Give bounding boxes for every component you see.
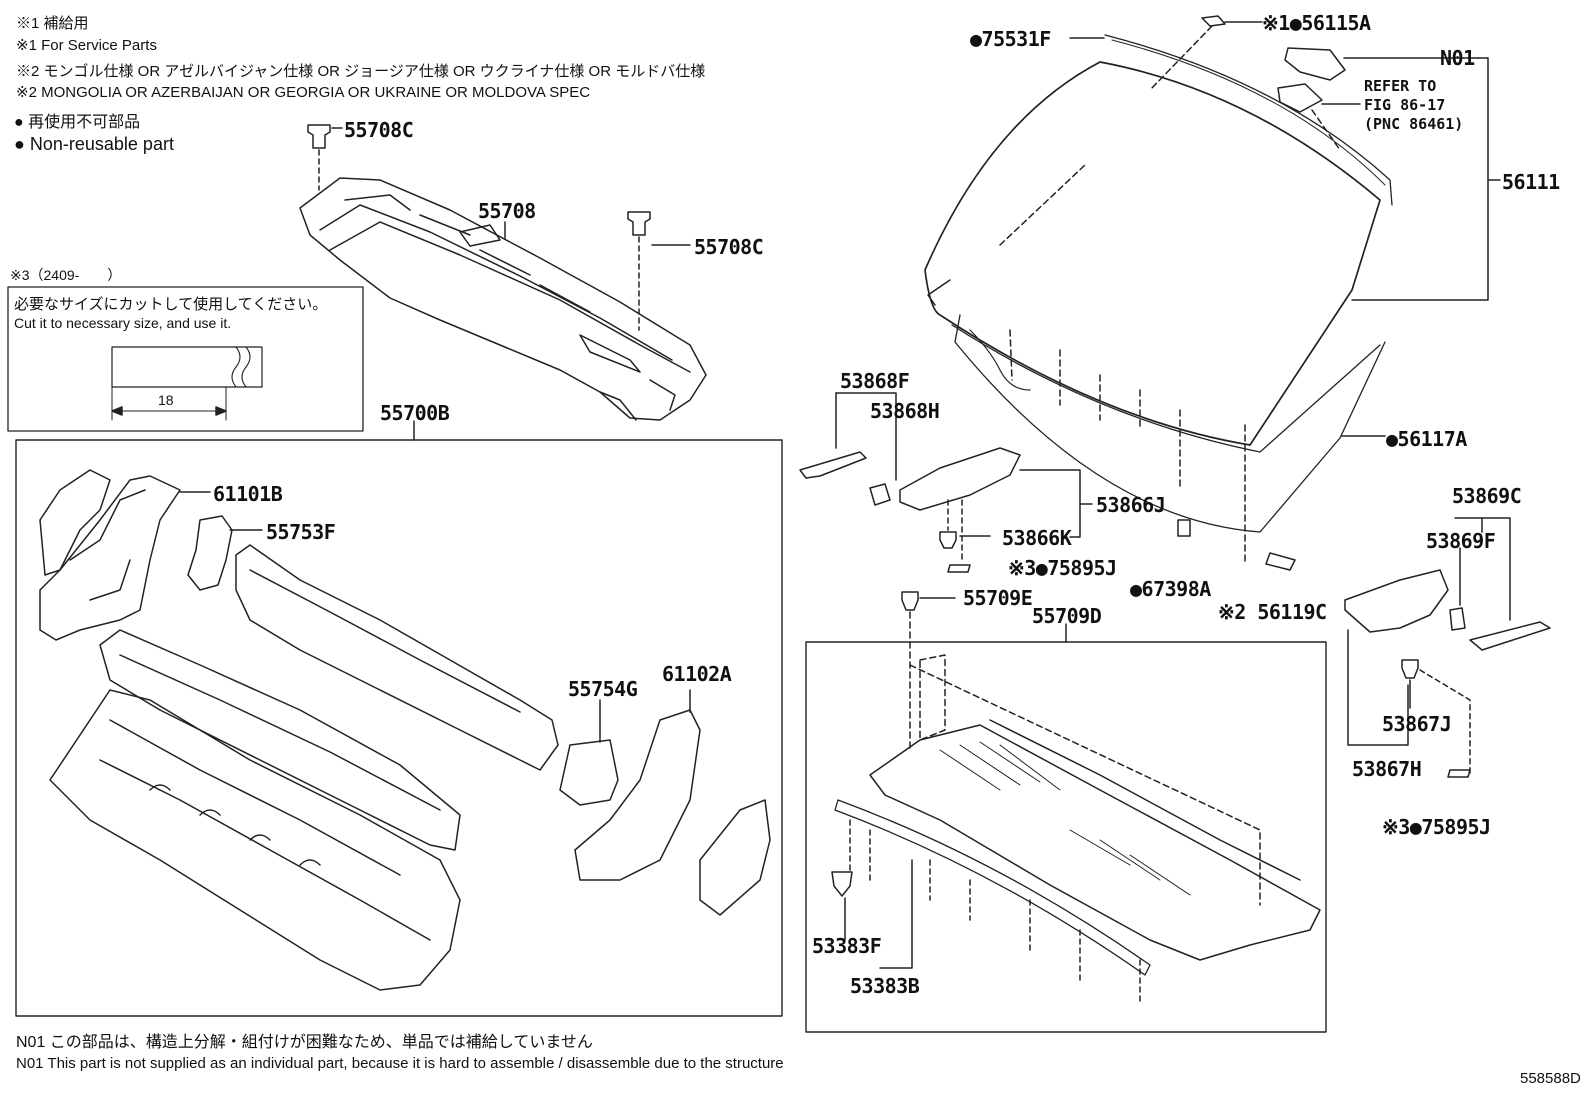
bracket-n01-b (1277, 83, 1323, 113)
cowl-brace (235, 544, 559, 771)
clip-53866k (939, 531, 957, 549)
clip-55708c-b (627, 211, 691, 331)
part-label-56115a[interactable]: ※1●56115A (1262, 11, 1371, 35)
part-label-75531f[interactable]: ●75531F (970, 27, 1051, 51)
part-label-53866j[interactable]: 53866J (1096, 493, 1166, 517)
part-label-n01[interactable]: N01 (1440, 46, 1475, 70)
clip-55709e (901, 591, 919, 611)
part-label-55753f[interactable]: 55753F (266, 520, 336, 544)
clip-53867j (1401, 659, 1419, 679)
cut-box-dim: 18 (158, 392, 174, 408)
footer-note-en: N01 This part is not supplied as an indi… (16, 1055, 784, 1072)
part-label-53868h[interactable]: 53868H (870, 399, 940, 423)
illustration-code: 558588D (1520, 1070, 1581, 1087)
part-label-53868f[interactable]: 53868F (840, 369, 910, 393)
cut-strip (111, 346, 263, 388)
part-label-53867j[interactable]: 53867J (1382, 712, 1452, 736)
note-spec-en: ※2 MONGOLIA OR AZERBAIJAN OR GEORGIA OR … (16, 84, 591, 101)
part-55753f (187, 515, 263, 591)
clip-55708c-a (307, 124, 343, 191)
dam-56117a (954, 314, 1386, 533)
part-label-56117a[interactable]: ●56117A (1386, 427, 1467, 451)
refer-to-fig: REFER TO FIG 86-17 (PNC 86461) (1364, 77, 1464, 133)
group-label-55709d: 55709D (1032, 604, 1102, 628)
part-label-56111[interactable]: 56111 (1502, 170, 1560, 194)
note-service-parts-en: ※1 For Service Parts (16, 37, 157, 54)
cowl-inner-panel (99, 629, 461, 851)
note-non-reusable-en: ● Non-reusable part (14, 134, 174, 154)
part-label-56119c[interactable]: ※2 56119C (1218, 600, 1327, 624)
part-label-53869f[interactable]: 53869F (1426, 529, 1496, 553)
footer-note-jp: N01 この部品は、構造上分解・組付けが困難なため、単品では補給していません (16, 1034, 593, 1051)
seal-53383b (834, 799, 1151, 976)
cut-box-jp: 必要なサイズにカットして使用してください。 (14, 296, 328, 313)
part-label-55708[interactable]: 55708 (478, 199, 536, 223)
cowl-lower-panel (49, 689, 461, 991)
part-label-53383b[interactable]: 53383B (850, 974, 920, 998)
bracket-n01 (1284, 47, 1346, 81)
molding-53869f (1469, 621, 1551, 651)
clip-53383f (831, 871, 853, 897)
cap-53869f (1449, 607, 1466, 631)
molding-75531f (1104, 34, 1393, 206)
windshield-56111 (924, 61, 1381, 453)
part-label-61101b[interactable]: 61101B (213, 482, 283, 506)
cover-53866j (899, 447, 1021, 511)
note-non-reusable-jp: ● 再使用不可部品 (14, 114, 141, 131)
group-label-55700b: 55700B (380, 401, 450, 425)
note-service-parts-jp: ※1 補給用 (16, 15, 89, 32)
cut-box-en: Cut it to necessary size, and use it. (14, 315, 232, 331)
clip-53868h (869, 483, 891, 506)
part-label-75895j-b[interactable]: ※3●75895J (1382, 815, 1491, 839)
part-label-55708c-b[interactable]: 55708C (694, 235, 764, 259)
part-label-53383f[interactable]: 53383F (812, 934, 882, 958)
part-55754g (559, 699, 619, 806)
part-61101b (39, 469, 211, 641)
cowl-panel-55708 (299, 177, 707, 421)
tag-56115a (1201, 15, 1226, 27)
part-label-75895j-a[interactable]: ※3●75895J (1008, 556, 1117, 580)
trim-53868f (799, 451, 867, 479)
cut-box-frame (7, 286, 364, 432)
part-label-53867h[interactable]: 53867H (1352, 757, 1422, 781)
part-label-61102a[interactable]: 61102A (662, 662, 732, 686)
cowl-top-55709d (869, 654, 1321, 961)
part-label-55709e[interactable]: 55709E (963, 586, 1033, 610)
part-label-55708c-a[interactable]: 55708C (344, 118, 414, 142)
cut-box-label: ※3（2409- ） (10, 267, 122, 283)
part-label-53869c[interactable]: 53869C (1452, 484, 1522, 508)
cover-53869c (1344, 569, 1449, 633)
part-label-53866k[interactable]: 53866K (1002, 526, 1072, 550)
group-box-55700b (15, 439, 783, 1017)
part-label-67398a[interactable]: ●67398A (1130, 577, 1211, 601)
note-spec-jp: ※2 モンゴル仕様 OR アゼルバイジャン仕様 OR ジョージア仕様 OR ウク… (16, 63, 706, 80)
part-61102a (574, 689, 771, 916)
part-label-55754g[interactable]: 55754G (568, 677, 638, 701)
